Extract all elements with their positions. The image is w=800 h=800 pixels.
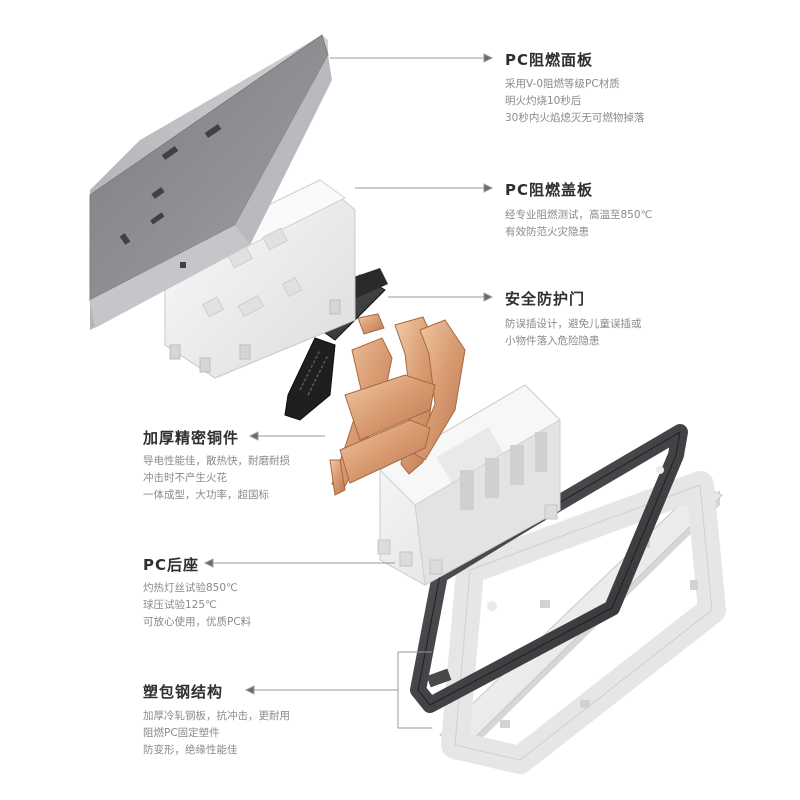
feature-title-pc-back-seat: PC后座 [143,556,200,574]
desc-line: 防变形，绝缘性能佳 [143,744,238,756]
desc-line: 一体成型，大功率，超国标 [143,489,269,501]
feature-desc-steel-structure: 加厚冷轧钢板，抗冲击，更耐用 阻燃PC固定塑件 防变形，绝缘性能佳 [143,708,290,759]
desc-line: 球压试验125℃ [143,599,217,611]
desc-line: 经专业阻燃测试，高温至850℃ [505,209,653,221]
desc-line: 加厚冷轧钢板，抗冲击，更耐用 [143,710,290,722]
desc-line: 有效防范火灾隐患 [505,226,589,238]
desc-line: 灼热灯丝试验850℃ [143,582,238,594]
copper-contacts [329,313,466,496]
feature-title-safety-shutter: 安全防护门 [505,290,586,308]
feature-desc-pc-cover: 经专业阻燃测试，高温至850℃ 有效防范火灾隐患 [505,207,652,241]
pc-panel [89,34,332,330]
desc-line: 30秒内火焰熄灭无可燃物掉落 [505,112,645,124]
feature-desc-safety-shutter: 防误插设计，避免儿童误插或 小物件落入危险隐患 [505,316,642,350]
desc-line: 可放心使用，优质PC料 [143,616,252,628]
desc-line: 冲击时不产生火花 [143,472,227,484]
desc-line: 小物件落入危险隐患 [505,335,600,347]
desc-line: 防误插设计，避免儿童误插或 [505,318,642,330]
feature-title-copper: 加厚精密铜件 [143,429,240,447]
feature-desc-pc-back-seat: 灼热灯丝试验850℃ 球压试验125℃ 可放心使用，优质PC料 [143,580,251,631]
feature-title-pc-panel: PC阻燃面板 [505,51,594,69]
desc-line: 阻燃PC固定塑件 [143,727,220,739]
pc-back-seat [377,384,561,586]
desc-line: 采用V-0阻燃等级PC材质 [505,78,620,90]
feature-desc-copper: 导电性能佳，散热快，耐磨耐损 冲击时不产生火花 一体成型，大功率，超国标 [143,453,290,504]
leader-lines [203,53,494,729]
feature-desc-pc-panel: 采用V-0阻燃等级PC材质 明火灼烧10秒后 30秒内火焰熄灭无可燃物掉落 [505,76,644,127]
desc-line: 明火灼烧10秒后 [505,95,582,107]
feature-title-pc-cover: PC阻燃盖板 [505,181,594,199]
desc-line: 导电性能佳，散热快，耐磨耐损 [143,455,290,467]
feature-title-steel-structure: 塑包钢结构 [143,683,224,701]
